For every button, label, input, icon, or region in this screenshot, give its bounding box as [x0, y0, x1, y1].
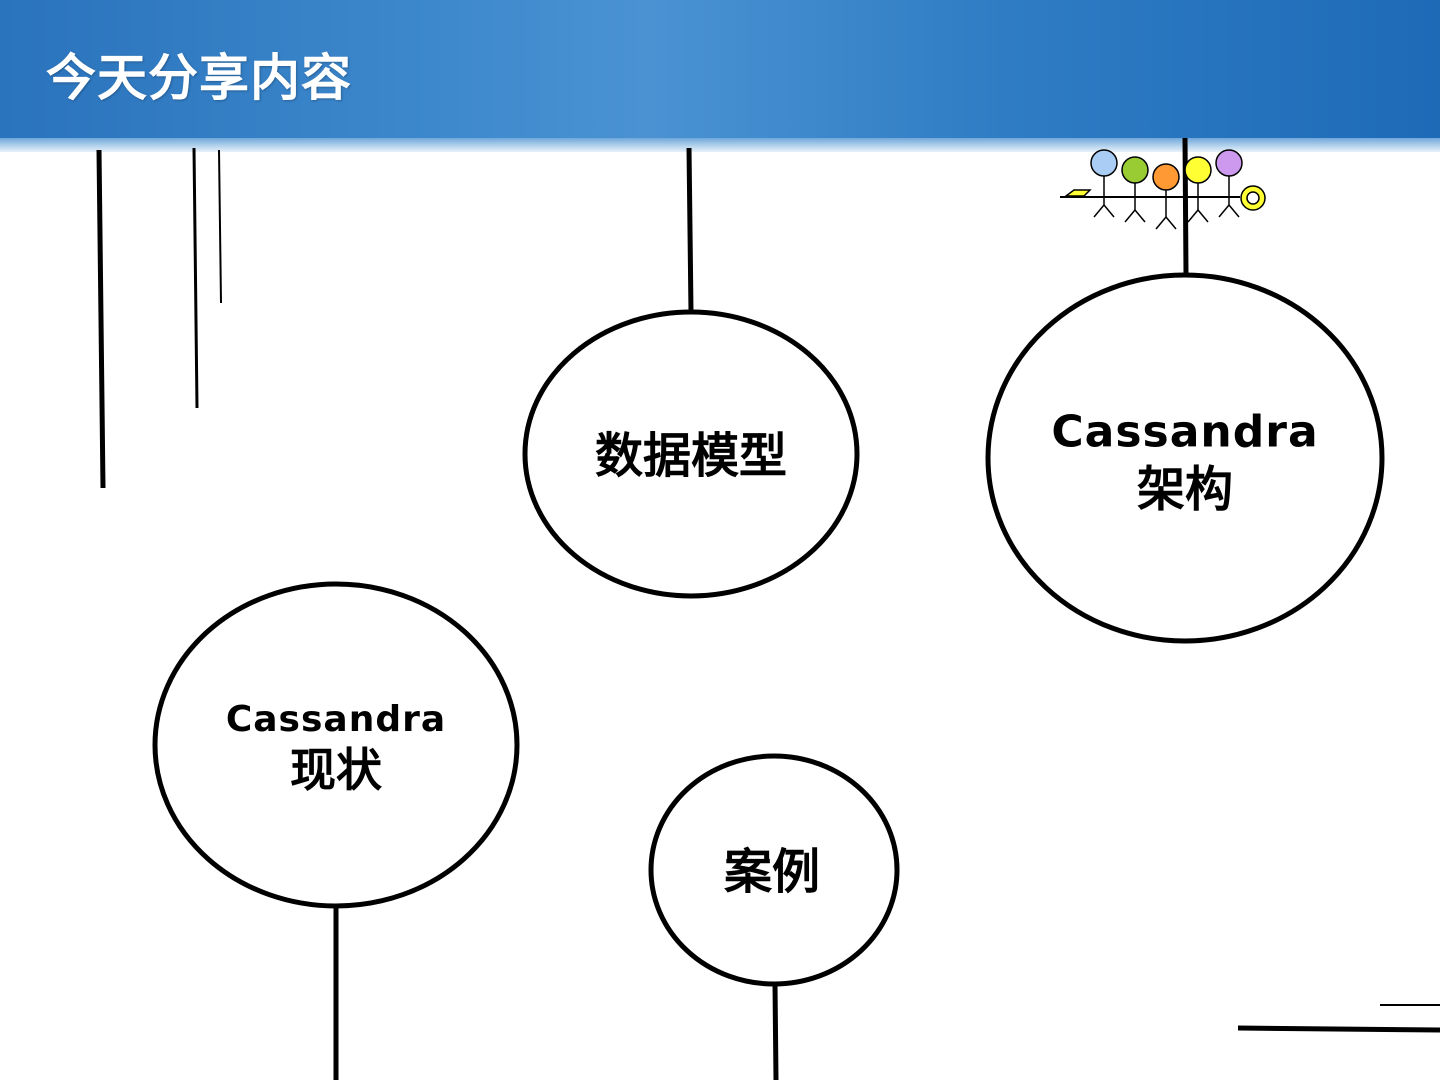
stick-figure-icon	[1215, 149, 1243, 218]
hanging-line	[218, 149, 222, 304]
bubble-string	[686, 147, 694, 313]
bubble-label-line: 现状	[290, 742, 382, 797]
bubble-data-model	[522, 309, 860, 599]
bubble-label-cases: 案例	[723, 844, 821, 900]
stick-figure-icon	[1152, 163, 1180, 230]
hanging-line	[192, 147, 199, 409]
bubble-label-architecture: Cassandra 架构	[1051, 405, 1318, 520]
bubble-label-line: Cassandra	[225, 698, 447, 740]
stick-figure-icon	[1184, 156, 1212, 223]
bubble-label-line: Cassandra	[1051, 406, 1319, 458]
bubble-string	[1182, 137, 1189, 275]
header-gradient-strip	[0, 138, 1440, 152]
bubble-label-line: 架构	[1136, 461, 1234, 518]
stick-figures-clipart	[1060, 149, 1266, 230]
stick-figure-icon	[1121, 156, 1149, 223]
bubble-cases	[648, 753, 900, 987]
floor-line	[1237, 1025, 1440, 1033]
stick-figure-icon	[1090, 149, 1118, 218]
hanging-line	[96, 149, 106, 489]
bubble-architecture	[985, 272, 1385, 644]
bubble-string	[772, 983, 779, 1080]
slide-title: 今天分享内容	[46, 49, 352, 107]
bubble-label-data-model: 数据模型	[594, 428, 788, 484]
bubble-label-status: Cassandra 现状	[226, 697, 446, 800]
slide-header-bar	[0, 0, 1440, 145]
ring-icon	[1240, 185, 1266, 211]
